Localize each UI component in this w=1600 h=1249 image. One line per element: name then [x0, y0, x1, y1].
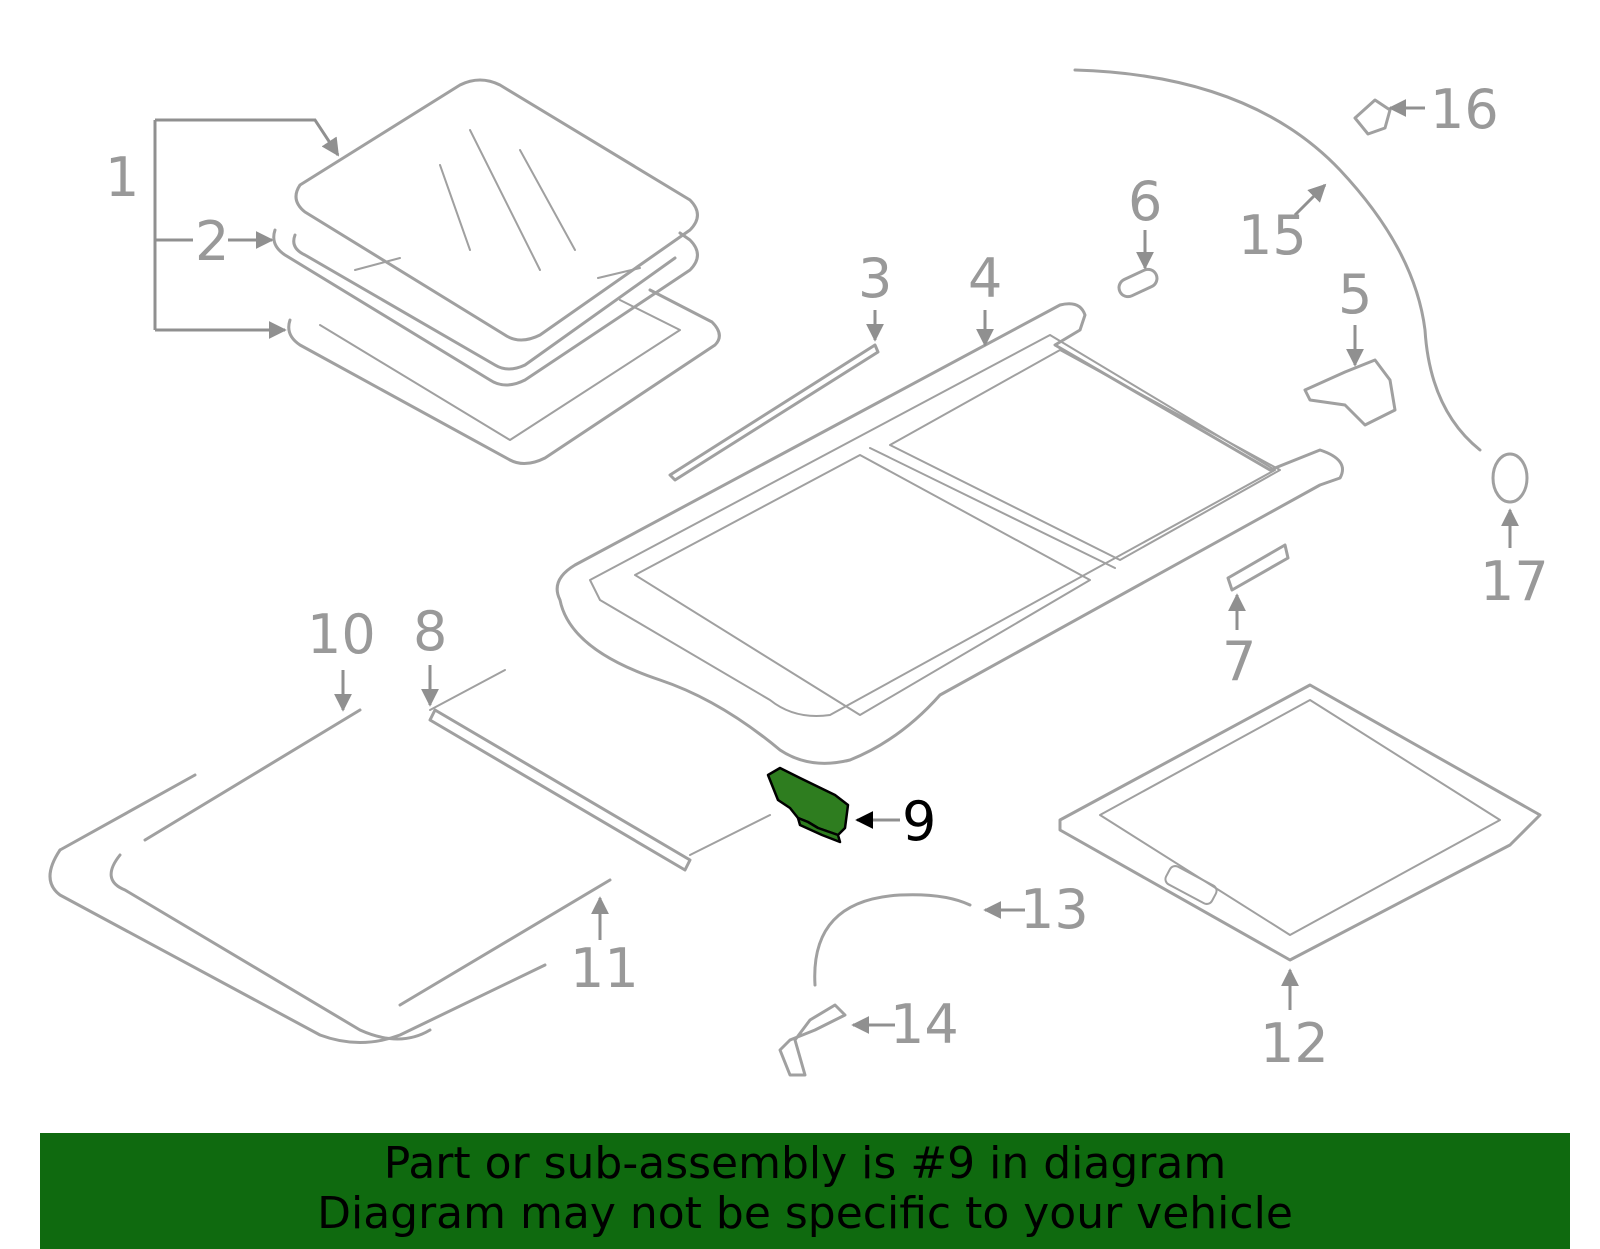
- callout-16: 16: [1430, 78, 1499, 141]
- callout-5: 5: [1338, 263, 1372, 326]
- callout-12: 12: [1260, 1012, 1329, 1075]
- parts-10-11-drive-cables: [48, 708, 612, 1044]
- part-16-clip: [1353, 98, 1392, 136]
- callout-4: 4: [968, 247, 1002, 310]
- part-9-motor-highlight: [766, 766, 850, 844]
- part-12-sunshade: [1058, 683, 1542, 962]
- callout-15: 15: [1238, 204, 1307, 267]
- info-banner: Part or sub-assembly is #9 in diagram Di…: [40, 1133, 1570, 1249]
- part-17-plug: [1491, 452, 1529, 504]
- part-15-weatherstrip: [1073, 68, 1482, 452]
- banner-line-1: Part or sub-assembly is #9 in diagram: [383, 1138, 1227, 1189]
- sunroof-frame: [555, 302, 1344, 765]
- callout-17: 17: [1480, 550, 1549, 613]
- part-13-hose: [813, 893, 972, 987]
- callout-3: 3: [858, 247, 892, 310]
- callout-14: 14: [890, 993, 959, 1056]
- callout-6: 6: [1128, 170, 1162, 233]
- banner-line-2: Diagram may not be specific to your vehi…: [317, 1188, 1293, 1239]
- callout-13: 13: [1020, 878, 1089, 941]
- callout-labels: 1 2 3 4 5 6 7 8 9 10 11 12 13 14 15 16 1…: [105, 78, 1549, 1075]
- callout-10: 10: [307, 603, 376, 666]
- callout-9: 9: [902, 790, 936, 853]
- callout-leaders: [153, 99, 1519, 1034]
- part-8-guide-cable: [428, 669, 771, 872]
- callout-2: 2: [195, 210, 229, 273]
- part-6-plug: [1117, 267, 1159, 299]
- glass-panel-assembly: [272, 78, 721, 465]
- part-5-bracket: [1303, 358, 1397, 427]
- callout-11: 11: [570, 937, 639, 1000]
- part-3-strip: [668, 343, 880, 482]
- callout-8: 8: [413, 600, 447, 663]
- callout-1: 1: [105, 146, 139, 209]
- part-7-clip: [1226, 543, 1290, 592]
- callout-7: 7: [1222, 630, 1256, 693]
- part-14-grommet: [778, 1003, 847, 1077]
